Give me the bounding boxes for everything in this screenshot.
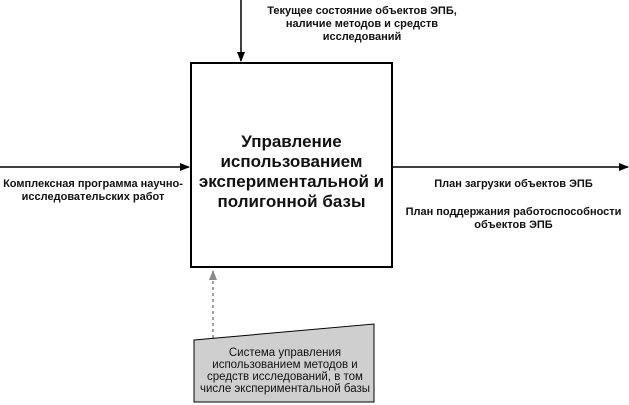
output-label-load-plan: План загрузки объектов ЭПБ bbox=[434, 178, 593, 190]
mechanism-label: Система управления использованием методо… bbox=[199, 347, 371, 395]
mechanism-card bbox=[193, 323, 375, 403]
control-label: Текущее состояние объектов ЭПБ, наличие … bbox=[267, 5, 457, 43]
function-box bbox=[190, 62, 393, 268]
input-label: Комплексная программа научно-исследовате… bbox=[3, 178, 183, 203]
function-box-title: Управление использованием эксперименталь… bbox=[198, 132, 385, 211]
output-label-maintenance-plan: План поддержания работоспособности объек… bbox=[405, 206, 622, 231]
